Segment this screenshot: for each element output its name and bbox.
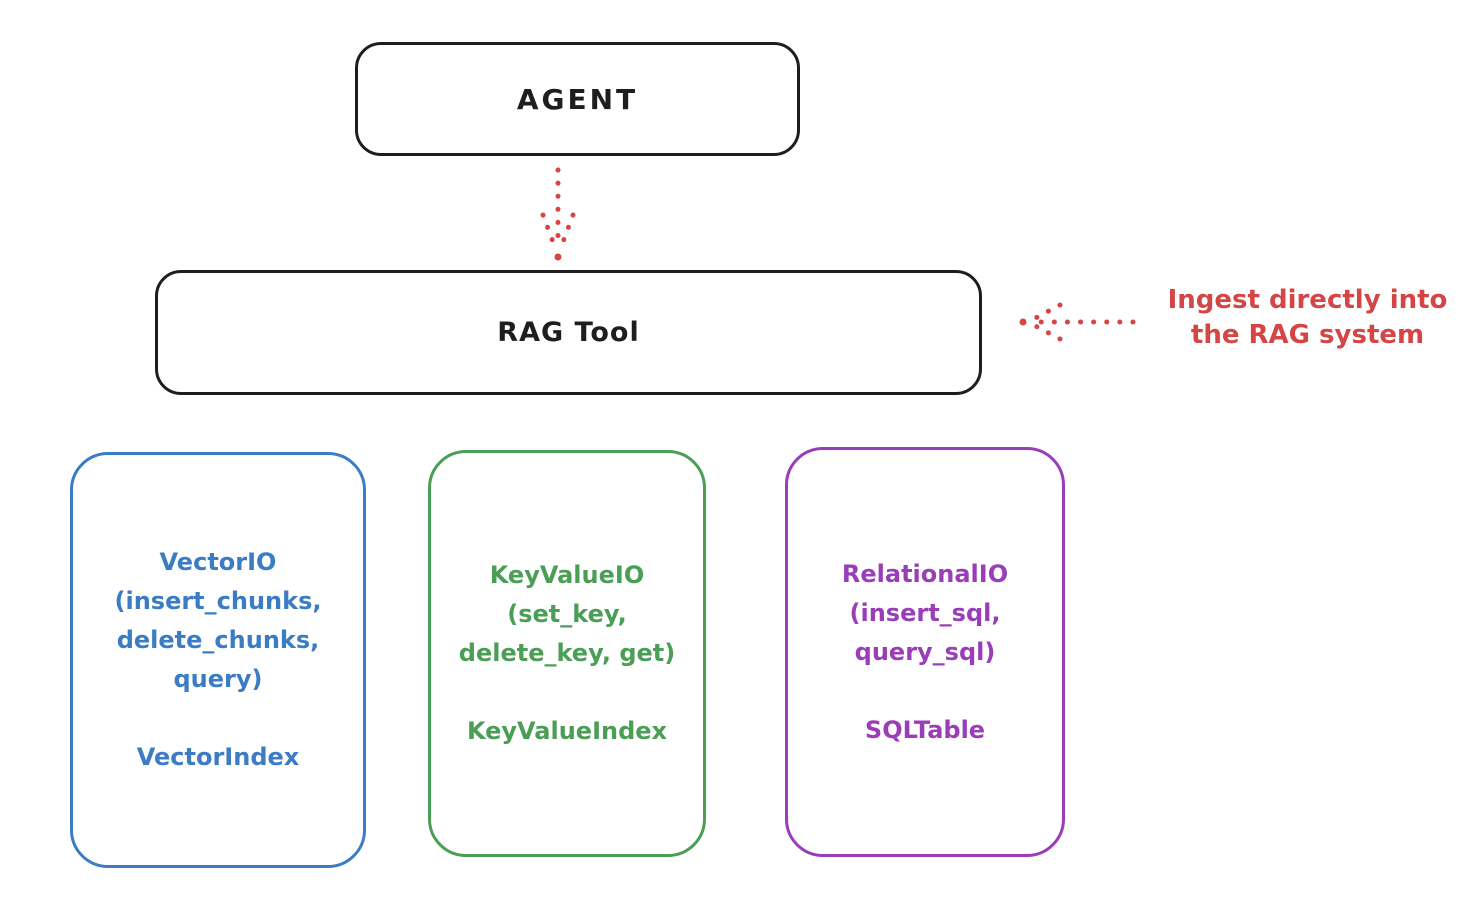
vector-io-box: VectorIO (insert_chunks, delete_chunks, … [70, 452, 366, 868]
rag-tool-label: RAG Tool [497, 317, 640, 348]
agent-box: AGENT [355, 42, 800, 156]
sql-table-label: SQLTable [864, 715, 986, 744]
rag-tool-box: RAG Tool [155, 270, 982, 395]
ingest-arrow [1019, 302, 1136, 342]
agent-label: AGENT [516, 82, 639, 116]
relational-io-box: RelationalIO (insert_sql, query_sql) SQL… [785, 447, 1065, 857]
vector-io-methods: VectorIO (insert_chunks, delete_chunks, … [114, 548, 322, 693]
relational-io-methods: RelationalIO (insert_sql, query_sql) [841, 559, 1009, 666]
agent-to-rag-arrow [540, 167, 576, 261]
keyvalue-index-label: KeyValueIndex [466, 717, 668, 745]
keyvalue-io-methods: KeyValueIO (set_key, delete_key, get) [458, 561, 676, 667]
vector-index-label: VectorIndex [136, 743, 300, 771]
ingest-annotation: Ingest directly into the RAG system [1167, 285, 1448, 350]
keyvalue-io-box: KeyValueIO (set_key, delete_key, get) Ke… [428, 450, 706, 857]
